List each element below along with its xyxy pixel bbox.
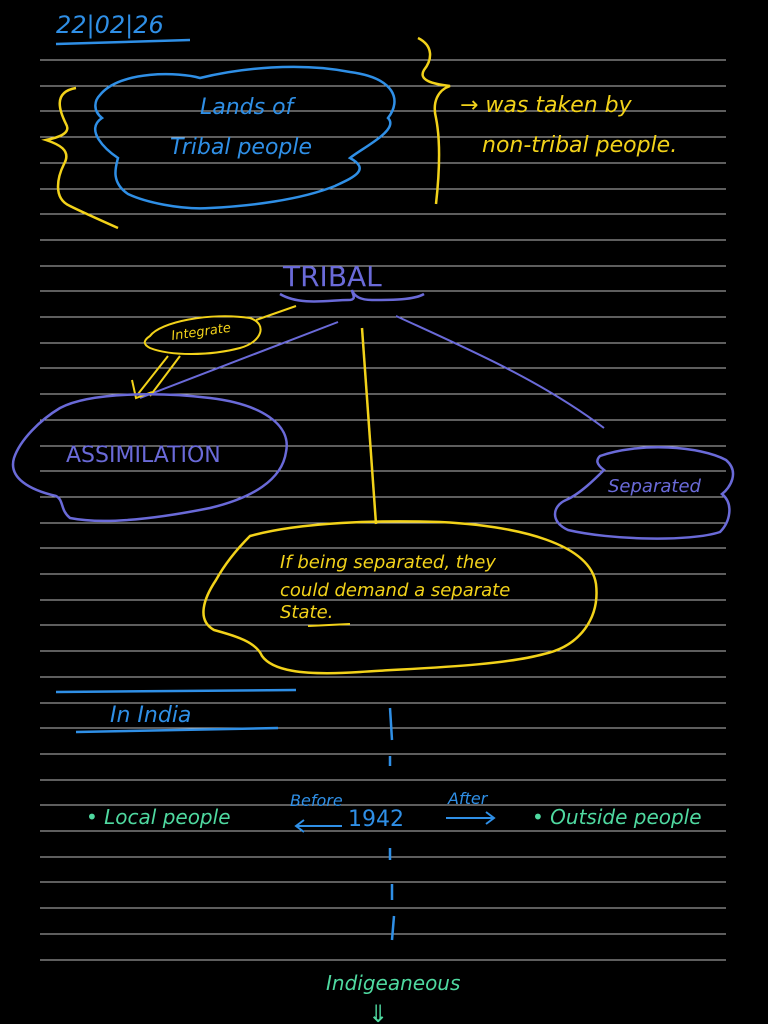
tribal-title: TRIBAL (282, 260, 382, 293)
integrate-bubble (143, 315, 262, 355)
timeline-dash-5 (390, 915, 396, 941)
branch-to-assimilation (139, 321, 339, 399)
right-curly-brace (417, 36, 451, 205)
taken-text-line2: non-tribal people. (482, 133, 677, 158)
india-overline (55, 688, 297, 694)
lands-cloud-line1: Lands of (200, 95, 297, 120)
lands-cloud-shape (94, 65, 396, 210)
note-line2: could demand a separate (280, 580, 510, 601)
outside-people-item: • Outside people (532, 805, 702, 829)
integrate-label: Integrate (170, 321, 231, 344)
separated-cloud (553, 446, 735, 540)
assimilation-label: ASSIMILATION (66, 443, 221, 468)
taken-text-line1: → was taken by (460, 93, 633, 118)
date-text: 22|02|26 (56, 11, 164, 39)
india-heading: In India (110, 703, 191, 728)
year-label: 1942 (348, 807, 404, 832)
date-underline (55, 38, 191, 46)
after-label: After (447, 789, 489, 808)
after-arrow (446, 811, 496, 825)
before-arrow (294, 819, 342, 833)
branch-to-note (360, 327, 378, 525)
assimilation-cloud (11, 393, 288, 523)
tribal-brace (279, 289, 425, 303)
down-double-arrow: ⇓ (368, 1000, 388, 1024)
lands-cloud-line2: Tribal people (170, 135, 312, 160)
note-line3: State. (280, 602, 333, 623)
separate-state-cloud (202, 520, 598, 675)
state-underline (307, 623, 351, 627)
integrate-connector (255, 305, 297, 321)
indigenous-label: Indigeaneous (326, 971, 460, 995)
timeline-dash-1 (388, 707, 394, 741)
separated-label: Separated (608, 476, 702, 497)
india-underline (75, 726, 279, 734)
branch-to-separated (395, 315, 605, 429)
note-line1: If being separated, they (280, 552, 496, 573)
left-curly-brace (41, 86, 119, 230)
local-people-item: • Local people (86, 805, 231, 829)
before-label: Before (290, 791, 343, 810)
